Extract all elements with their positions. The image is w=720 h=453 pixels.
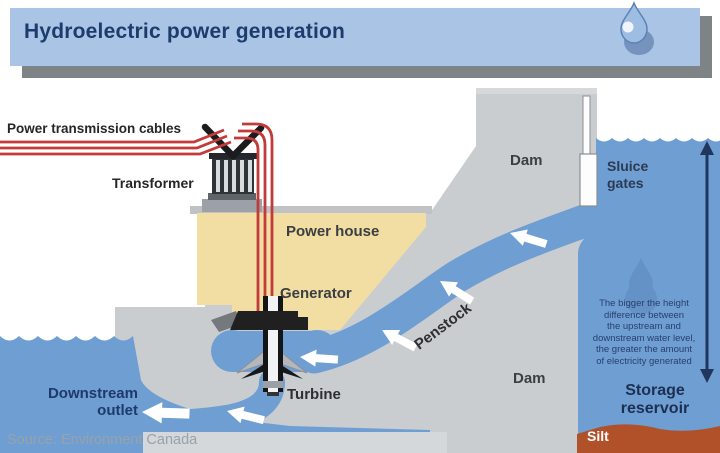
silt-layer: [577, 424, 720, 453]
label-dam-upper: Dam: [510, 152, 543, 169]
transformer-shape: [201, 123, 265, 212]
downstream-water: [0, 336, 430, 453]
powerhouse-roof: [190, 206, 432, 214]
label-downstream-outlet: Downstream outlet: [47, 385, 138, 419]
penstock-water: [297, 199, 615, 374]
sluice-gate-shape: [579, 95, 598, 207]
label-sluice-gates: Sluice gates: [607, 158, 649, 191]
header-bar: [10, 8, 700, 66]
powerhouse-shape: [197, 213, 426, 330]
label-dam-lower: Dam: [513, 370, 546, 387]
transmission-cables-down: [234, 122, 274, 312]
label-generator: Generator: [280, 285, 352, 302]
label-turbine: Turbine: [287, 386, 341, 403]
label-transformer: Transformer: [112, 175, 194, 191]
label-storage-reservoir: Storage reservoir: [620, 382, 690, 417]
generator-shape: [211, 311, 308, 332]
label-power-transmission-cables: Power transmission cables: [7, 121, 182, 136]
water-drop-icon: [620, 0, 654, 55]
height-range-arrow-icon: [700, 141, 714, 383]
diagram-title: Hydroelectric power generation: [24, 20, 346, 43]
label-power-house: Power house: [286, 223, 380, 240]
caption-bar: [143, 432, 447, 453]
source-credit: Source: Environment Canada: [7, 432, 198, 448]
dam-crest-highlight: [476, 88, 597, 94]
transmission-cables-left: [0, 128, 232, 156]
label-silt: Silt: [587, 428, 609, 444]
reservoir-droplet-watermark: [625, 258, 657, 315]
label-height-note: The bigger the height difference between…: [592, 298, 696, 367]
